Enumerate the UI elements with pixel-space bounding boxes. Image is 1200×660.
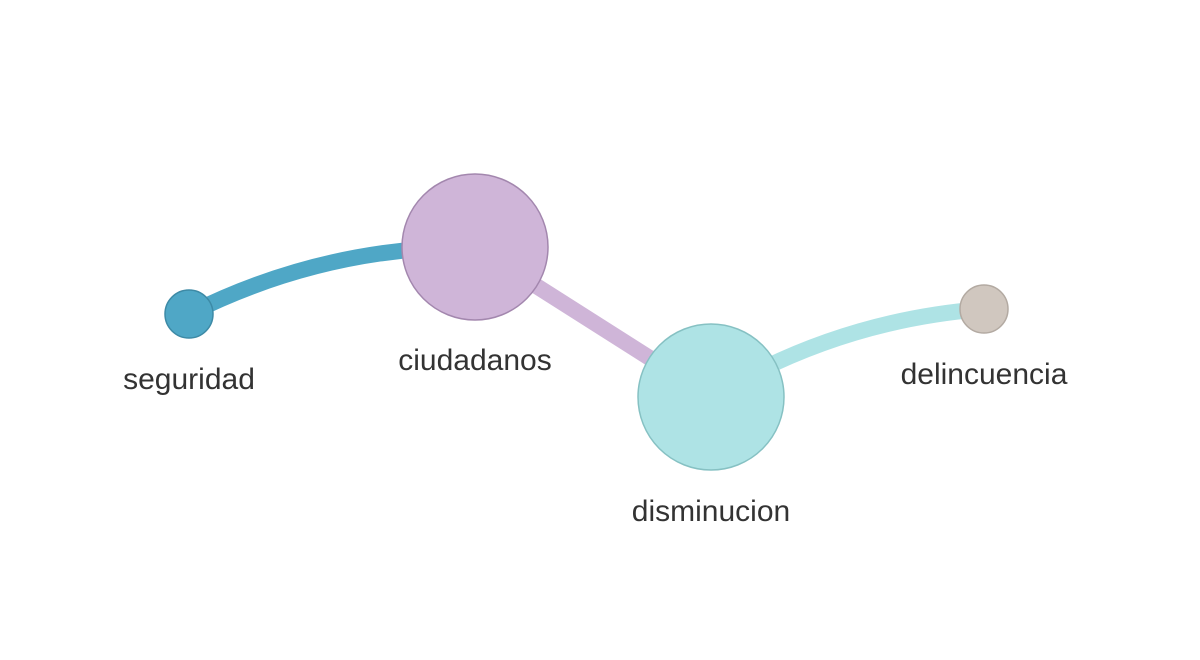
label-disminucion: disminucion — [632, 495, 790, 528]
label-delincuencia: delincuencia — [901, 358, 1068, 391]
node-ciudadanos[interactable] — [401, 173, 549, 321]
node-delincuencia[interactable] — [959, 284, 1009, 334]
nodes-layer — [164, 173, 1009, 471]
node-disminucion[interactable] — [637, 323, 785, 471]
node-seguridad[interactable] — [164, 289, 214, 339]
label-seguridad: seguridad — [123, 363, 255, 396]
label-ciudadanos: ciudadanos — [398, 344, 551, 377]
labels-layer: seguridad ciudadanos disminucion delincu… — [123, 344, 1068, 528]
edges-layer — [185, 238, 985, 404]
